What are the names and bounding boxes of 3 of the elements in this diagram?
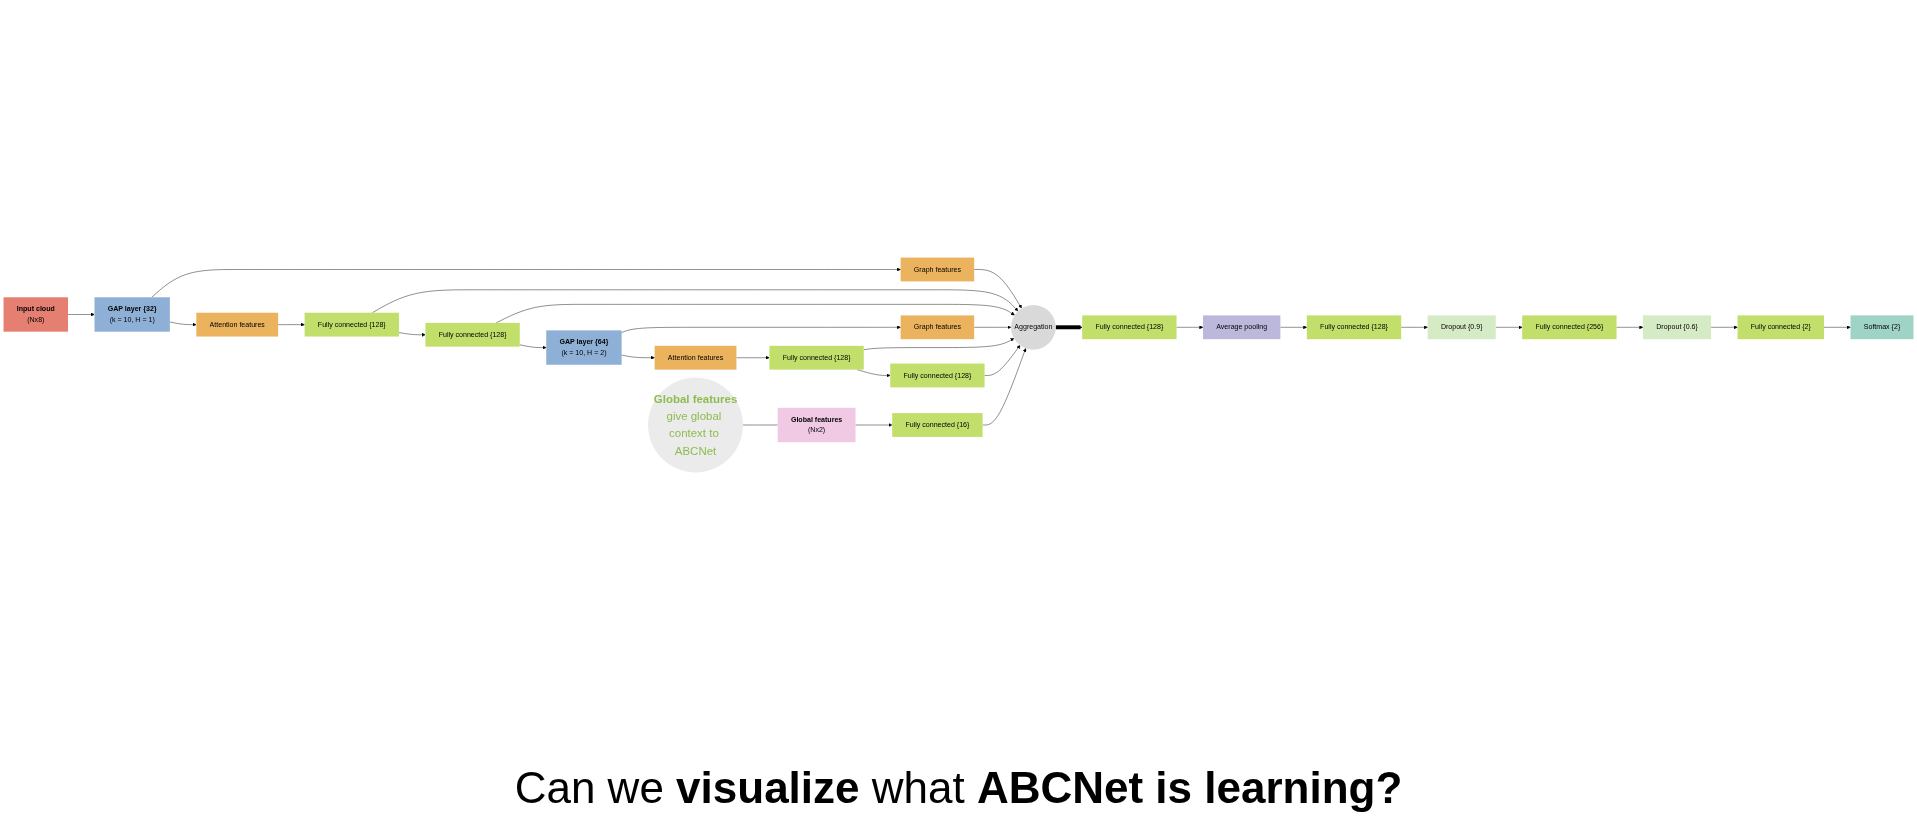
arrow: [1055, 325, 1083, 330]
node-circle: Global features give global context to ABCNet: [648, 377, 743, 473]
question-text: Can we visualize what ABCNet is learning?: [514, 763, 1403, 813]
